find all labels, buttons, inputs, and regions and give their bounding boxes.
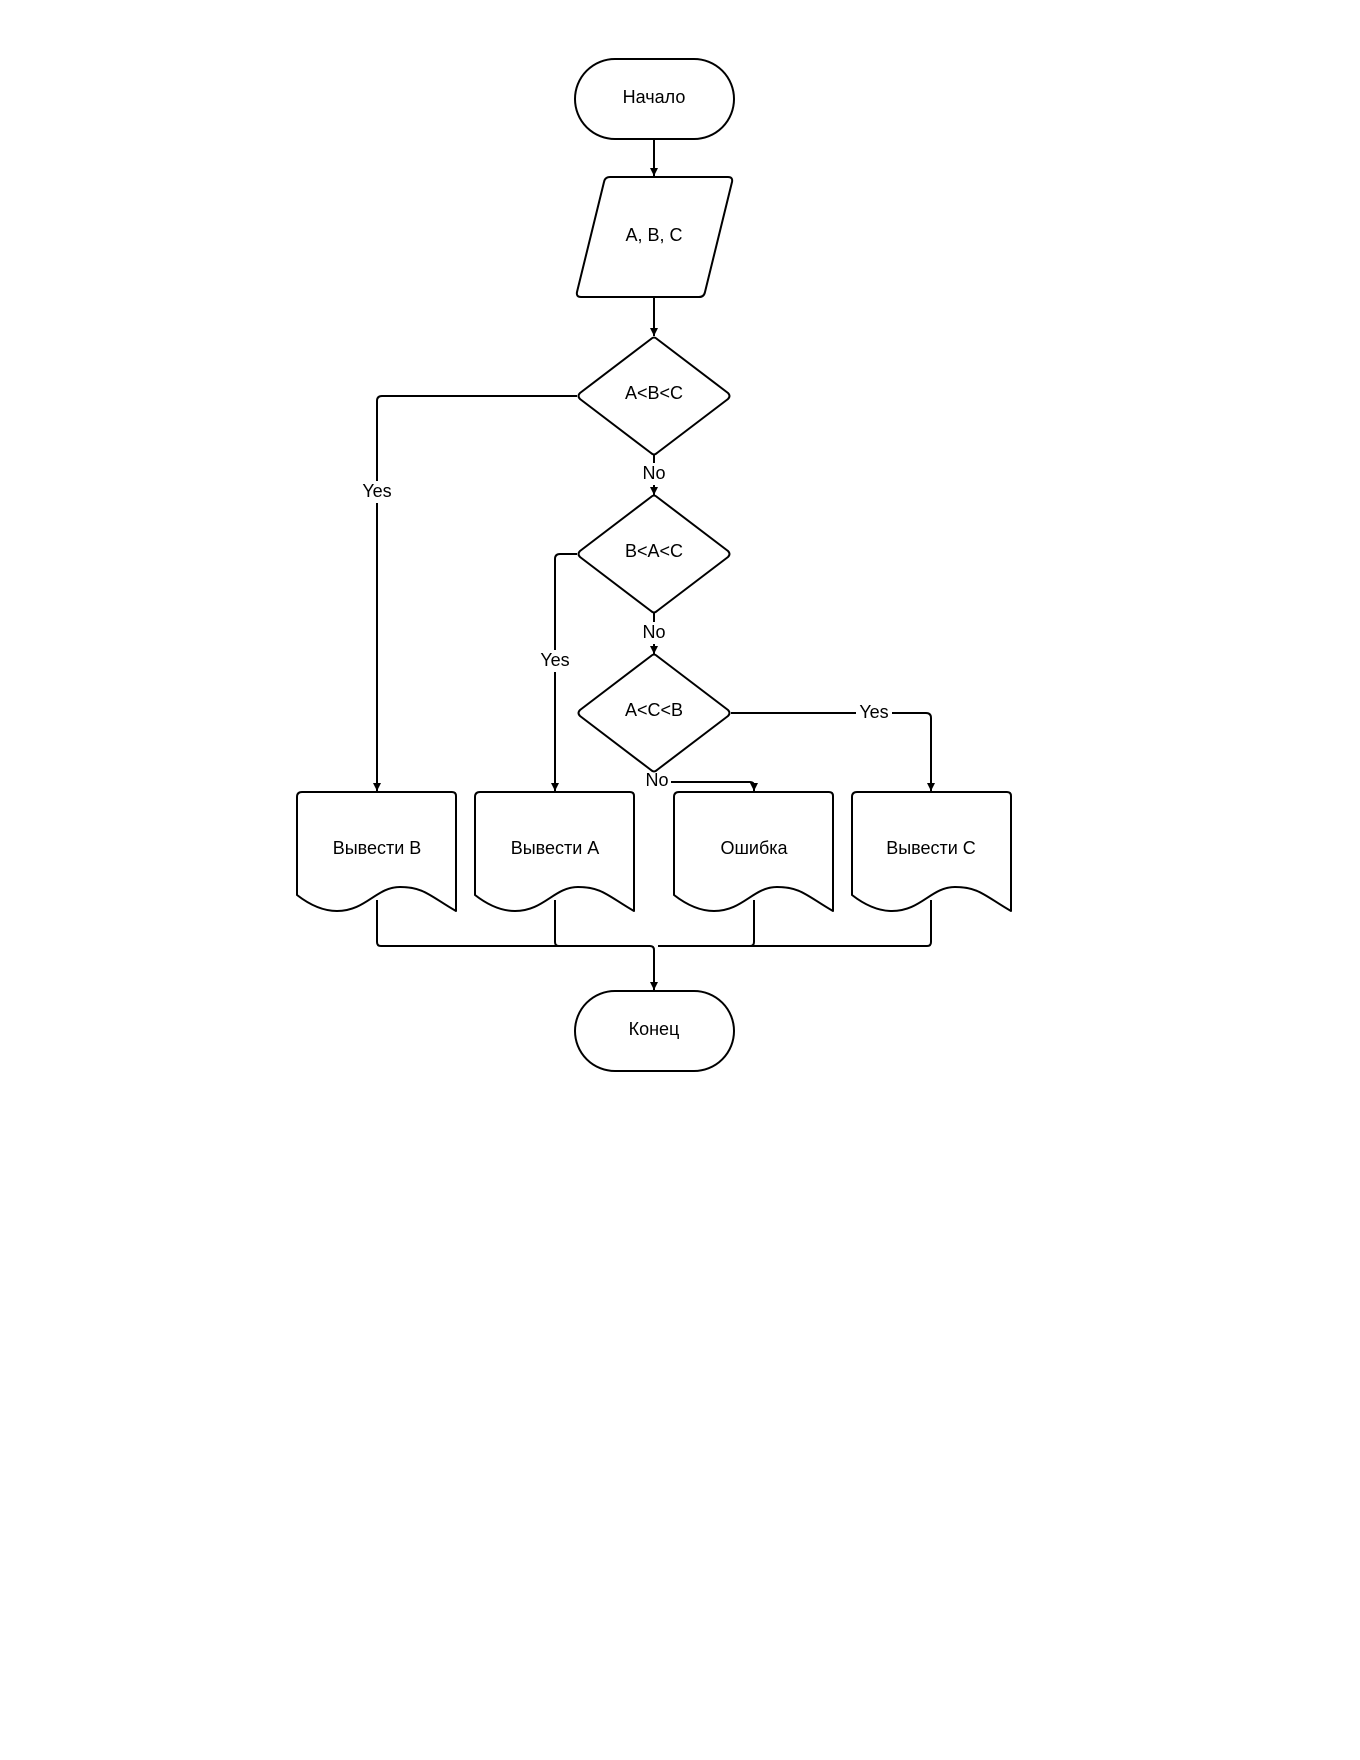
document-error-label: Ошибка xyxy=(720,838,788,858)
edge-label-cond1-no: No xyxy=(642,463,665,483)
connectors xyxy=(373,139,935,990)
document-output-a-label: Вывести A xyxy=(511,838,600,858)
edge-labels: Yes No Yes No Yes No xyxy=(359,463,892,792)
document-output-b-label: Вывести B xyxy=(333,838,422,858)
edge-label-cond1-yes: Yes xyxy=(362,481,391,501)
input-label: A, B, C xyxy=(625,225,682,245)
document-error: Ошибка xyxy=(673,791,834,912)
end-label: Конец xyxy=(629,1019,680,1039)
edge-out-b-to-end xyxy=(376,900,650,947)
edge-error-to-end xyxy=(749,900,755,947)
decision-3: A<C<B xyxy=(577,653,731,773)
end-terminator: Конец xyxy=(574,990,735,1072)
decision-1-label: A<B<C xyxy=(625,383,683,403)
edge-cond1-yes-to-out-b xyxy=(373,395,577,791)
edge-cond2-yes-to-out-a xyxy=(551,553,577,791)
document-output-b: Вывести B xyxy=(296,791,457,912)
edge-label-cond3-yes: Yes xyxy=(859,702,888,722)
decision-2-label: B<A<C xyxy=(625,541,683,561)
decision-2: B<A<C xyxy=(577,494,731,614)
edge-merge-to-end xyxy=(649,945,658,990)
start-label: Начало xyxy=(623,87,686,107)
edge-label-cond2-yes: Yes xyxy=(540,650,569,670)
start-terminator: Начало xyxy=(574,58,735,140)
document-output-c-label: Вывести C xyxy=(886,838,976,858)
input-parallelogram: A, B, C xyxy=(575,176,734,298)
decision-3-label: A<C<B xyxy=(625,700,683,720)
document-output-c: Вывести C xyxy=(851,791,1012,912)
edge-cond3-no-to-error xyxy=(653,772,758,791)
nodes: Начало A, B, C A<B<C B<A<C A<C<B Вывести… xyxy=(296,58,1012,1072)
document-output-a: Вывести A xyxy=(474,791,635,912)
edge-label-cond3-no: No xyxy=(645,770,668,790)
edge-label-cond2-no: No xyxy=(642,622,665,642)
edge-out-a-to-end xyxy=(554,900,560,947)
decision-1: A<B<C xyxy=(577,336,731,456)
edge-cond3-yes-to-out-c xyxy=(731,712,935,791)
edge-out-c-to-end xyxy=(658,900,932,947)
